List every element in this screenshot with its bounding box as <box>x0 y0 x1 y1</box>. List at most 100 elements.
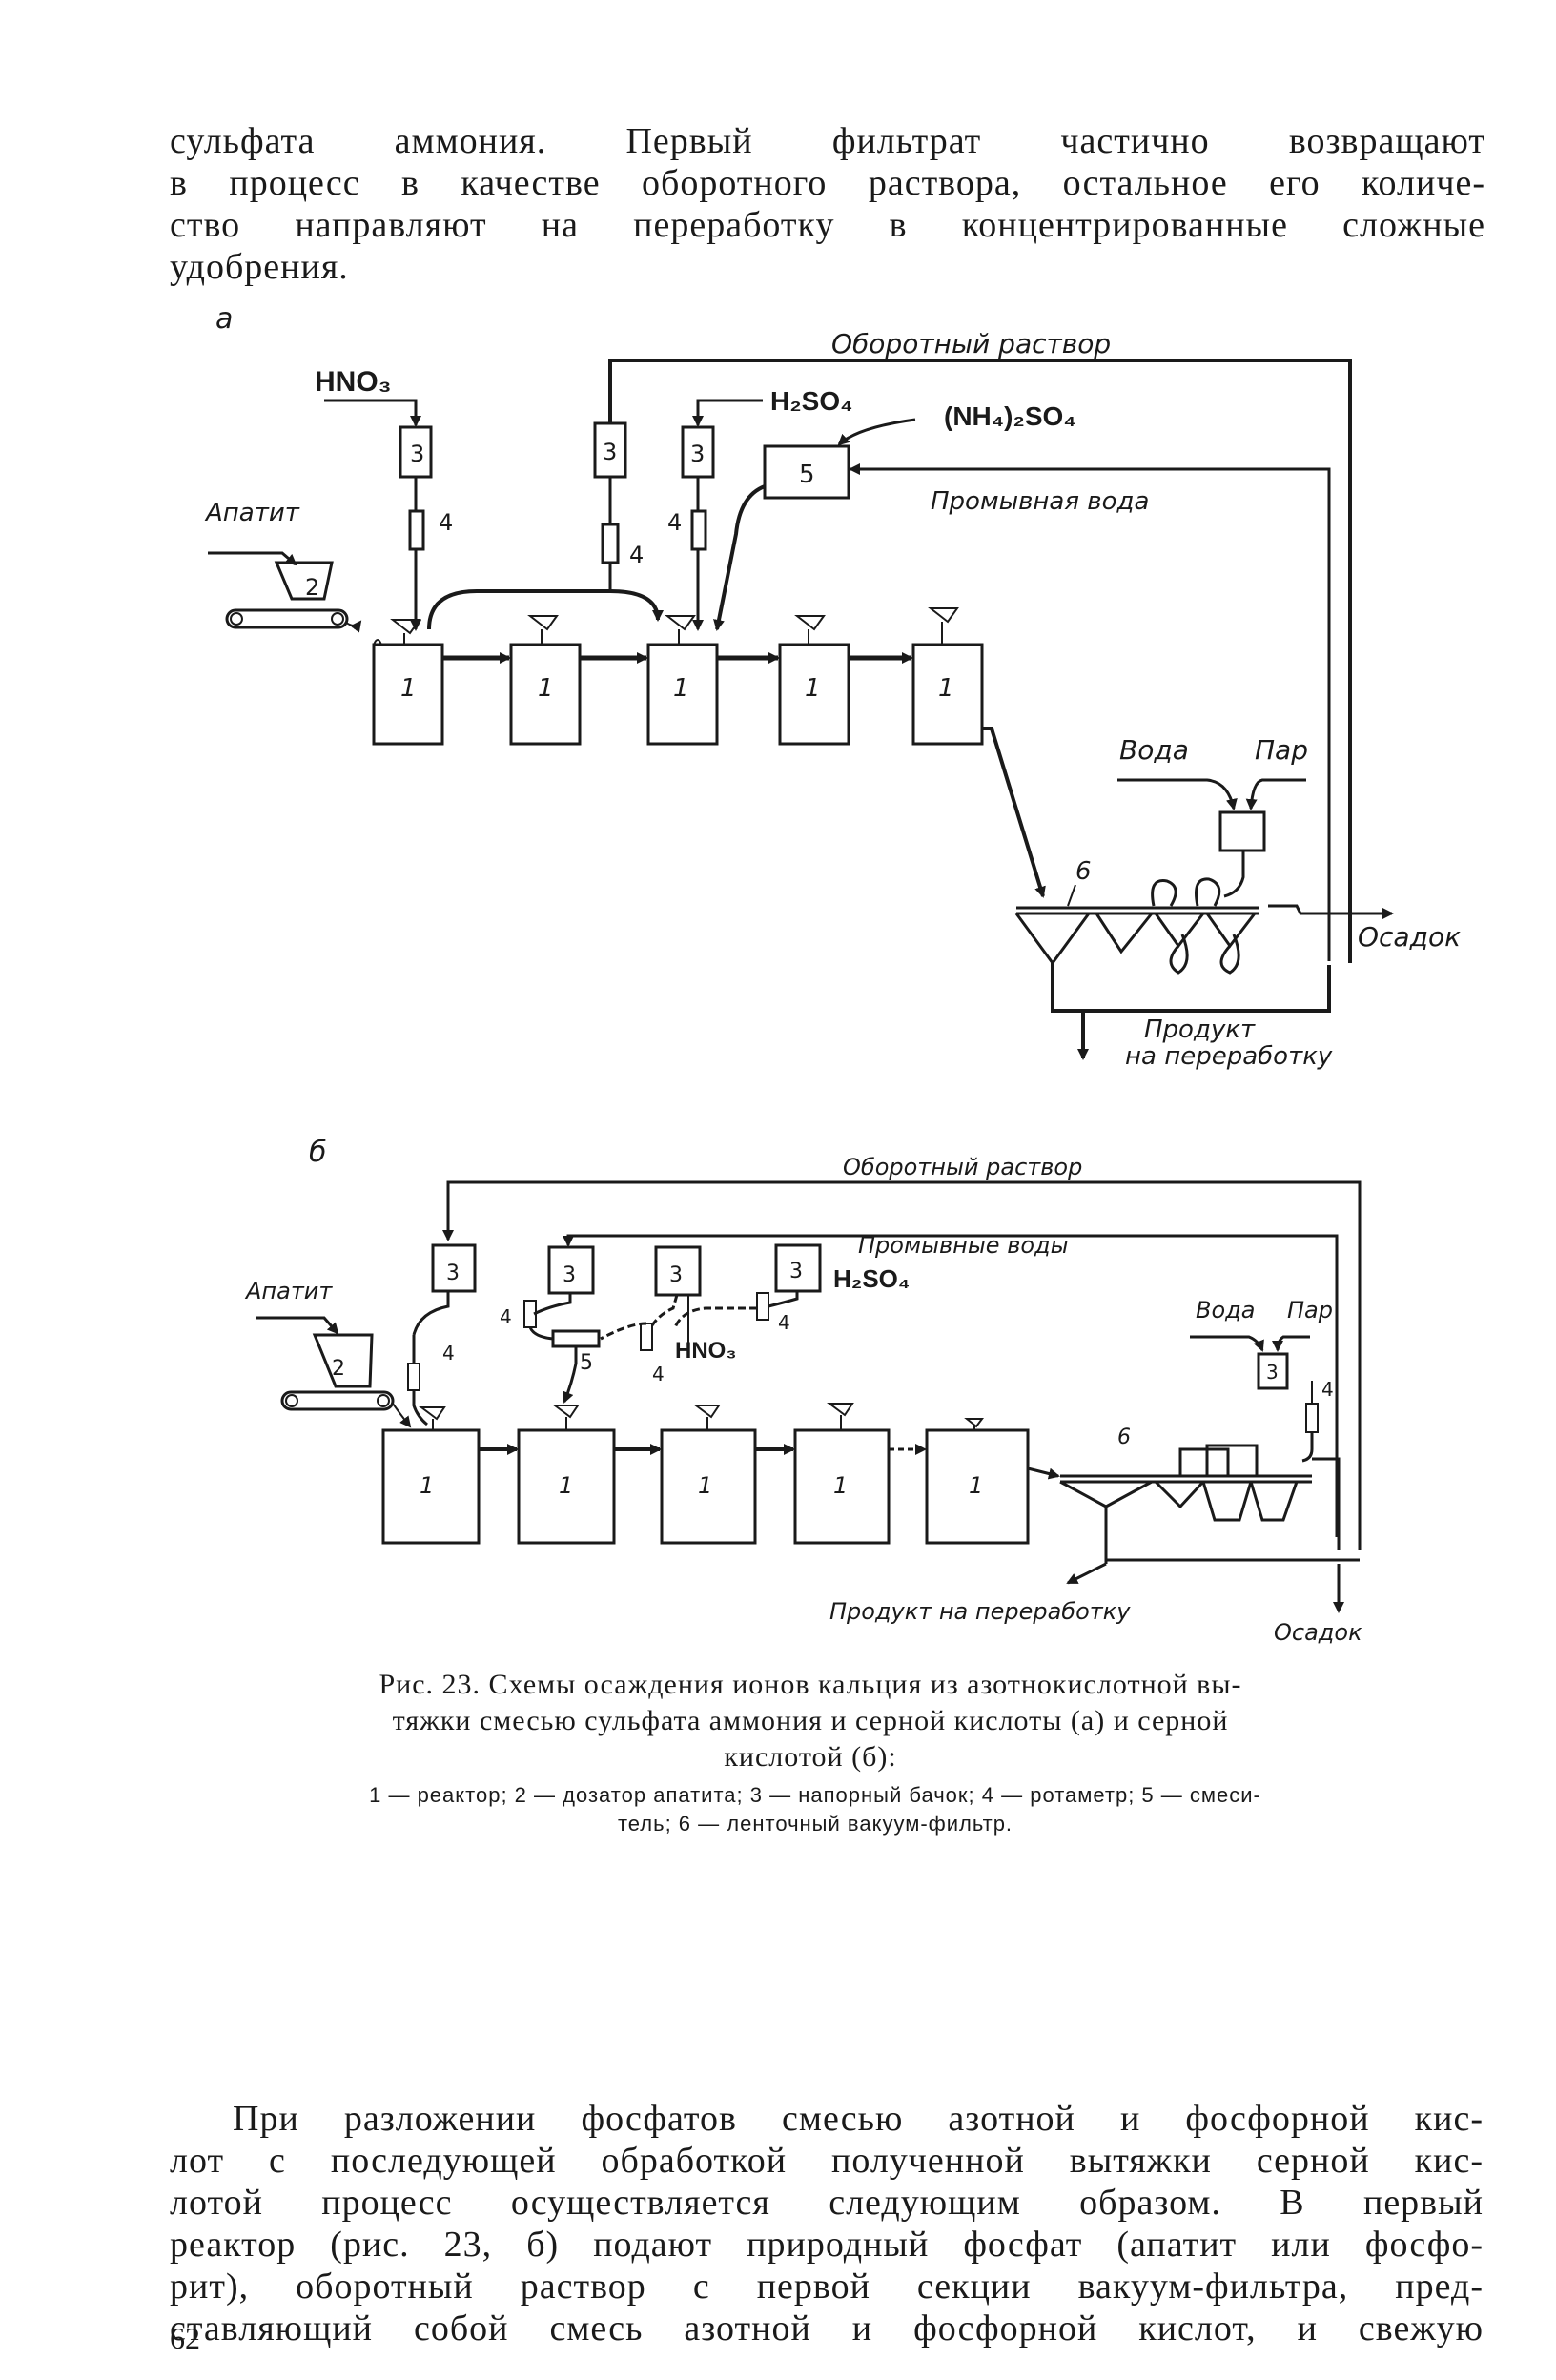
reactor-1 <box>372 643 444 746</box>
page-number: 62 <box>170 2321 200 2355</box>
rotameter-4 <box>408 509 425 551</box>
reactor-1 <box>778 643 850 746</box>
rotameter-label: 4 <box>1321 1378 1334 1401</box>
label-sediment: Осадок <box>1274 1619 1362 1646</box>
tank-label: 3 <box>690 441 705 467</box>
mixer-label: 5 <box>580 1351 593 1375</box>
apatite-doser-2 <box>312 1333 374 1388</box>
text-line: удобрения. <box>170 247 349 287</box>
mixer-5 <box>551 1329 601 1348</box>
tank-3 <box>1257 1352 1289 1390</box>
label-ammonium-sulfate: (NH₄)₂SO₄ <box>944 401 1076 431</box>
label-hno3: HNO₃ <box>315 366 392 398</box>
reactor-label: 1 <box>559 1472 573 1499</box>
tank-label: 3 <box>603 439 617 465</box>
tank-label: 3 <box>789 1260 803 1283</box>
label-product: Продукт <box>1144 1016 1256 1044</box>
rotameter-label: 4 <box>778 1311 790 1334</box>
diagram-b: б Оборотный раствор Промывные воды 3 3 3… <box>244 1136 1362 1646</box>
rotameter-4 <box>407 1363 420 1391</box>
legend-line: 1 — реактор; 2 — дозатор апатита; 3 — на… <box>369 1783 1261 1807</box>
reactor-label: 1 <box>673 674 689 703</box>
rotameter-label: 4 <box>652 1363 665 1385</box>
reactor-1 <box>911 643 984 746</box>
filter-label: 6 <box>1117 1426 1131 1449</box>
label-recycle-solution: Оборотный раствор <box>843 1154 1082 1180</box>
label-for-processing: на переработку <box>1125 1042 1333 1071</box>
panel-letter-a: а <box>215 302 233 336</box>
figure-legend: 1 — реактор; 2 — дозатор апатита; 3 — на… <box>248 1781 1382 1838</box>
filter-label: 6 <box>1075 857 1092 886</box>
recycle-line <box>608 359 1352 963</box>
doser-label: 2 <box>332 1357 345 1381</box>
label-steam: Пар <box>1287 1297 1333 1323</box>
bottom-paragraph: При разложении фосфатов смесью азотной и… <box>170 2098 1484 2349</box>
text-line: ство направляют на переработку в концент… <box>170 205 1485 245</box>
figure-caption: Рис. 23. Схемы осаждения ионов кальция и… <box>229 1667 1392 1775</box>
label-hno3: HNO₃ <box>675 1338 736 1364</box>
label-steam: Пар <box>1255 734 1308 766</box>
text-line: При разложении фосфатов смесью азотной и… <box>233 2099 1484 2139</box>
text-line: лотой процесс осуществляется следующим о… <box>170 2183 1484 2223</box>
text-line: ставляющий собой смесь азотной и фосфорн… <box>170 2308 1484 2349</box>
label-h2so4: H₂SO₄ <box>833 1264 910 1293</box>
reactor-label: 1 <box>805 674 821 703</box>
reactor-1 <box>381 1428 481 1545</box>
top-paragraph: сульфата аммония. Первый фильтрат частич… <box>170 120 1485 288</box>
tank-label: 3 <box>446 1262 460 1285</box>
vacuum-filter-6 <box>1059 1444 1312 1522</box>
reactor-row-b: 1 1 1 1 1 <box>381 1403 1030 1545</box>
diagram-a: а Оборотный раствор HNO₃ 3 4 3 4 H₂SO₄ 3… <box>204 302 1461 1071</box>
wash-water-line <box>849 463 1331 961</box>
reactor-label: 1 <box>833 1472 848 1499</box>
legend-line: тель; 6 — ленточный вакуум-фильтр. <box>617 1812 1013 1836</box>
text-line: сульфата аммония. Первый фильтрат частич… <box>170 121 1485 161</box>
text-line: лот с последующей обработкой полученной … <box>170 2141 1484 2181</box>
tank-label: 3 <box>563 1263 576 1287</box>
caption-line: тяжки смесью сульфата аммония и серной к… <box>392 1705 1229 1736</box>
wash-water-line <box>563 1234 1339 1537</box>
text-line: реактор (рис. 23, б) подают природный фо… <box>170 2225 1484 2265</box>
label-wash-water: Промывная вода <box>931 487 1149 516</box>
reactor-label: 1 <box>698 1472 712 1499</box>
rotameter-label: 4 <box>667 509 682 536</box>
rotameter-4 <box>640 1323 653 1351</box>
label-recycle-solution: Оборотный раствор <box>831 328 1111 359</box>
rotameter-4 <box>690 509 707 551</box>
apatite-doser-2 <box>274 561 334 601</box>
rotameter-label: 4 <box>439 509 453 536</box>
label-h2so4: H₂SO₄ <box>770 386 852 416</box>
doser-label: 2 <box>305 574 319 601</box>
tank-label: 3 <box>669 1263 683 1287</box>
text-line: рит), оборотный раствор с первой секции … <box>170 2267 1484 2307</box>
recycle-branch <box>427 589 664 630</box>
rotameter-label: 4 <box>629 542 644 568</box>
belt-conveyor <box>225 608 349 629</box>
reactor-row-a: 1 1 1 1 1 <box>372 607 984 746</box>
recycle-line <box>442 1180 1362 1550</box>
tank-3 <box>654 1245 702 1297</box>
rotameter-label: 4 <box>442 1342 455 1364</box>
label-apatite: Апатит <box>244 1278 333 1304</box>
tank-label: 3 <box>410 441 424 467</box>
reactor-label: 1 <box>400 674 417 703</box>
rotameter-4 <box>756 1292 769 1321</box>
reactor-label: 1 <box>938 674 954 703</box>
label-product-for-processing: Продукт на переработку <box>829 1598 1131 1625</box>
reactor-label: 1 <box>538 674 554 703</box>
rotameter-4 <box>1305 1403 1319 1433</box>
caption-line: кислотой (б): <box>724 1741 897 1773</box>
label-sediment: Осадок <box>1358 921 1461 953</box>
panel-letter-b: б <box>309 1136 327 1169</box>
caption-line: Рис. 23. Схемы осаждения ионов кальция и… <box>379 1669 1242 1700</box>
reactor-1 <box>509 643 582 746</box>
reactor-label: 1 <box>420 1472 434 1499</box>
rotameter-4 <box>601 523 620 564</box>
heater-box <box>1218 810 1266 852</box>
tank-label: 3 <box>1266 1361 1279 1384</box>
text-line: в процесс в качестве оборотного раствора… <box>170 163 1485 203</box>
tank-3 <box>431 1243 477 1293</box>
mixer-label: 5 <box>799 461 815 489</box>
tank-3 <box>593 421 627 479</box>
